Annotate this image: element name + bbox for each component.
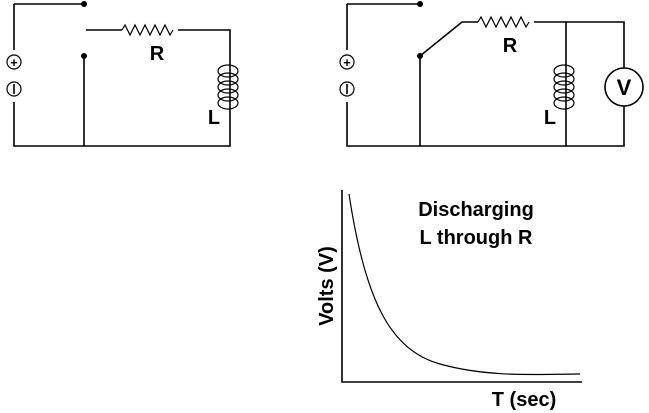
graph-title-line1: Discharging (418, 199, 534, 221)
left-battery: + (4, 50, 24, 102)
right-switch-arm (419, 21, 478, 57)
left-circuit: + R L (4, 1, 239, 147)
left-inductor-label: L (208, 107, 220, 129)
left-circuit-wire-top (86, 29, 231, 64)
right-inductor-label: L (544, 107, 556, 129)
right-circuit-wire-top (534, 21, 625, 68)
voltmeter-label: V (617, 75, 632, 100)
right-circuit: + V R L (337, 1, 644, 147)
graph-x-axis-label: T (sec) (492, 389, 556, 411)
right-resistor-label: R (503, 35, 518, 57)
decay-graph: Discharging L through R Volts (V) T (sec… (316, 190, 582, 411)
graph-y-axis-label: Volts (V) (316, 246, 338, 326)
left-resistor-label: R (150, 43, 165, 65)
right-battery: + (337, 50, 357, 102)
right-circuit-wire-left (346, 3, 625, 147)
graph-title-line2: L through R (420, 227, 533, 249)
left-switch-top-contact (81, 1, 87, 7)
left-inductor (217, 64, 239, 112)
left-switch-bottom-contact (81, 53, 87, 59)
left-battery-plus: + (10, 55, 18, 70)
right-battery-plus: + (343, 55, 351, 70)
voltmeter: V (604, 67, 644, 107)
left-circuit-wire-left (13, 3, 231, 147)
right-switch-top-contact (417, 1, 423, 7)
left-resistor (121, 23, 174, 37)
graph-axes (341, 190, 582, 383)
right-inductor (553, 64, 575, 112)
right-resistor (477, 15, 530, 29)
decay-curve (348, 193, 581, 376)
